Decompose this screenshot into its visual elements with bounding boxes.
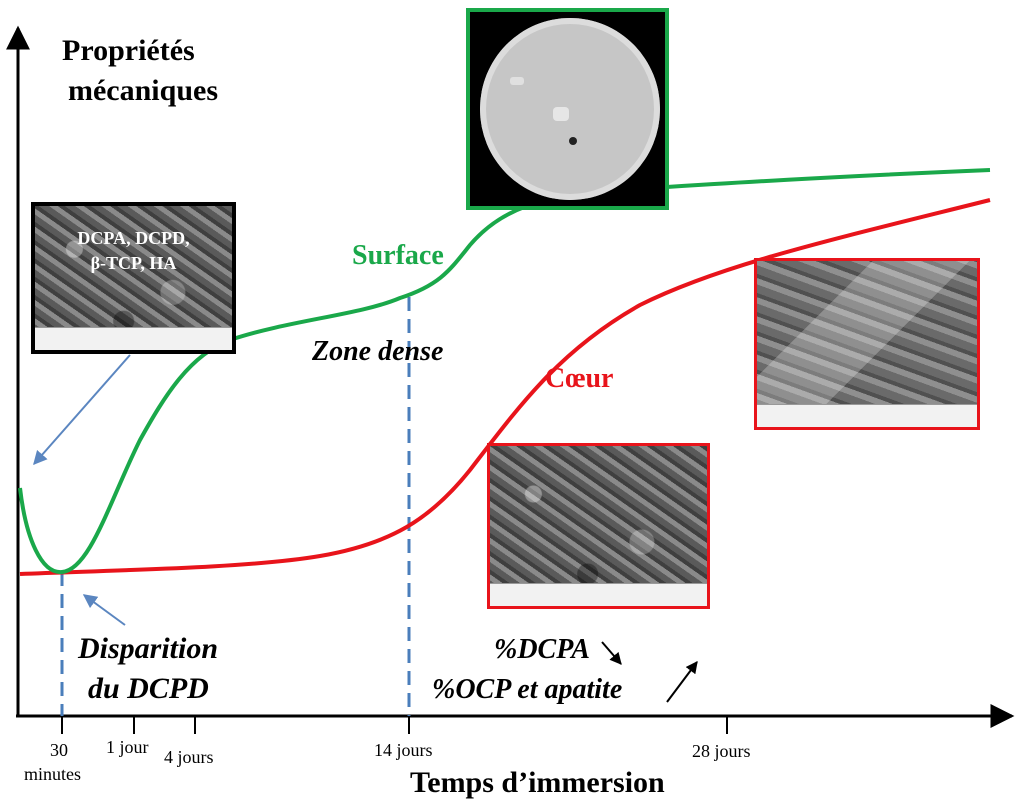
- tomography-disc: [480, 18, 660, 200]
- disparition-label-line1: Disparition: [78, 632, 219, 665]
- sem-panel-late: [754, 258, 980, 430]
- y-axis-title-line2: mécaniques: [68, 74, 218, 107]
- y-axis-title-line1: Propriétés: [62, 34, 195, 67]
- sem-scale-bar: [35, 327, 232, 350]
- panel-to-minimum-arrow: [33, 354, 131, 466]
- sem-image-late: [757, 261, 977, 427]
- tomography-panel: [466, 8, 669, 210]
- x-axis-title: Temps d’immersion: [410, 766, 665, 799]
- sem-image-mid: [490, 446, 707, 606]
- sem-scale-bar-mid: [490, 583, 707, 606]
- x-tick-label-28jours: 28 jours: [692, 741, 751, 761]
- coeur-label: Cœur: [545, 363, 614, 394]
- tomography-inclusion-1: [553, 107, 569, 121]
- early-caption-line1: DCPA, DCPD,: [77, 228, 190, 248]
- dcpa-down-arrow: [601, 641, 622, 665]
- sem-panel-early: DCPA, DCPD, β-TCP, HA: [31, 202, 236, 354]
- early-caption-line2: β-TCP, HA: [90, 253, 177, 273]
- surface-label: Surface: [352, 240, 444, 271]
- sem-panel-mid: [487, 443, 710, 609]
- sem-image-early: [35, 206, 232, 350]
- tomography-pore: [569, 137, 577, 145]
- x-tick-label-1jour: 1 jour: [106, 737, 149, 757]
- ocp-apatite-label: %OCP et apatite: [432, 674, 623, 705]
- zone-dense-label: Zone dense: [312, 336, 444, 367]
- disparition-arrow: [82, 594, 126, 626]
- x-tick-label-14jours: 14 jours: [374, 740, 433, 760]
- ocp-up-arrow: [666, 661, 698, 703]
- disparition-label-line2: du DCPD: [88, 672, 209, 705]
- x-tick-label-30: 30: [50, 740, 68, 760]
- dcpa-label: %DCPA: [494, 634, 590, 665]
- sem-scale-bar-late: [757, 404, 977, 427]
- x-tick-label-4jours: 4 jours: [164, 747, 214, 767]
- tomography-inclusion-2: [510, 77, 524, 85]
- x-tick-label-minutes: minutes: [24, 764, 81, 784]
